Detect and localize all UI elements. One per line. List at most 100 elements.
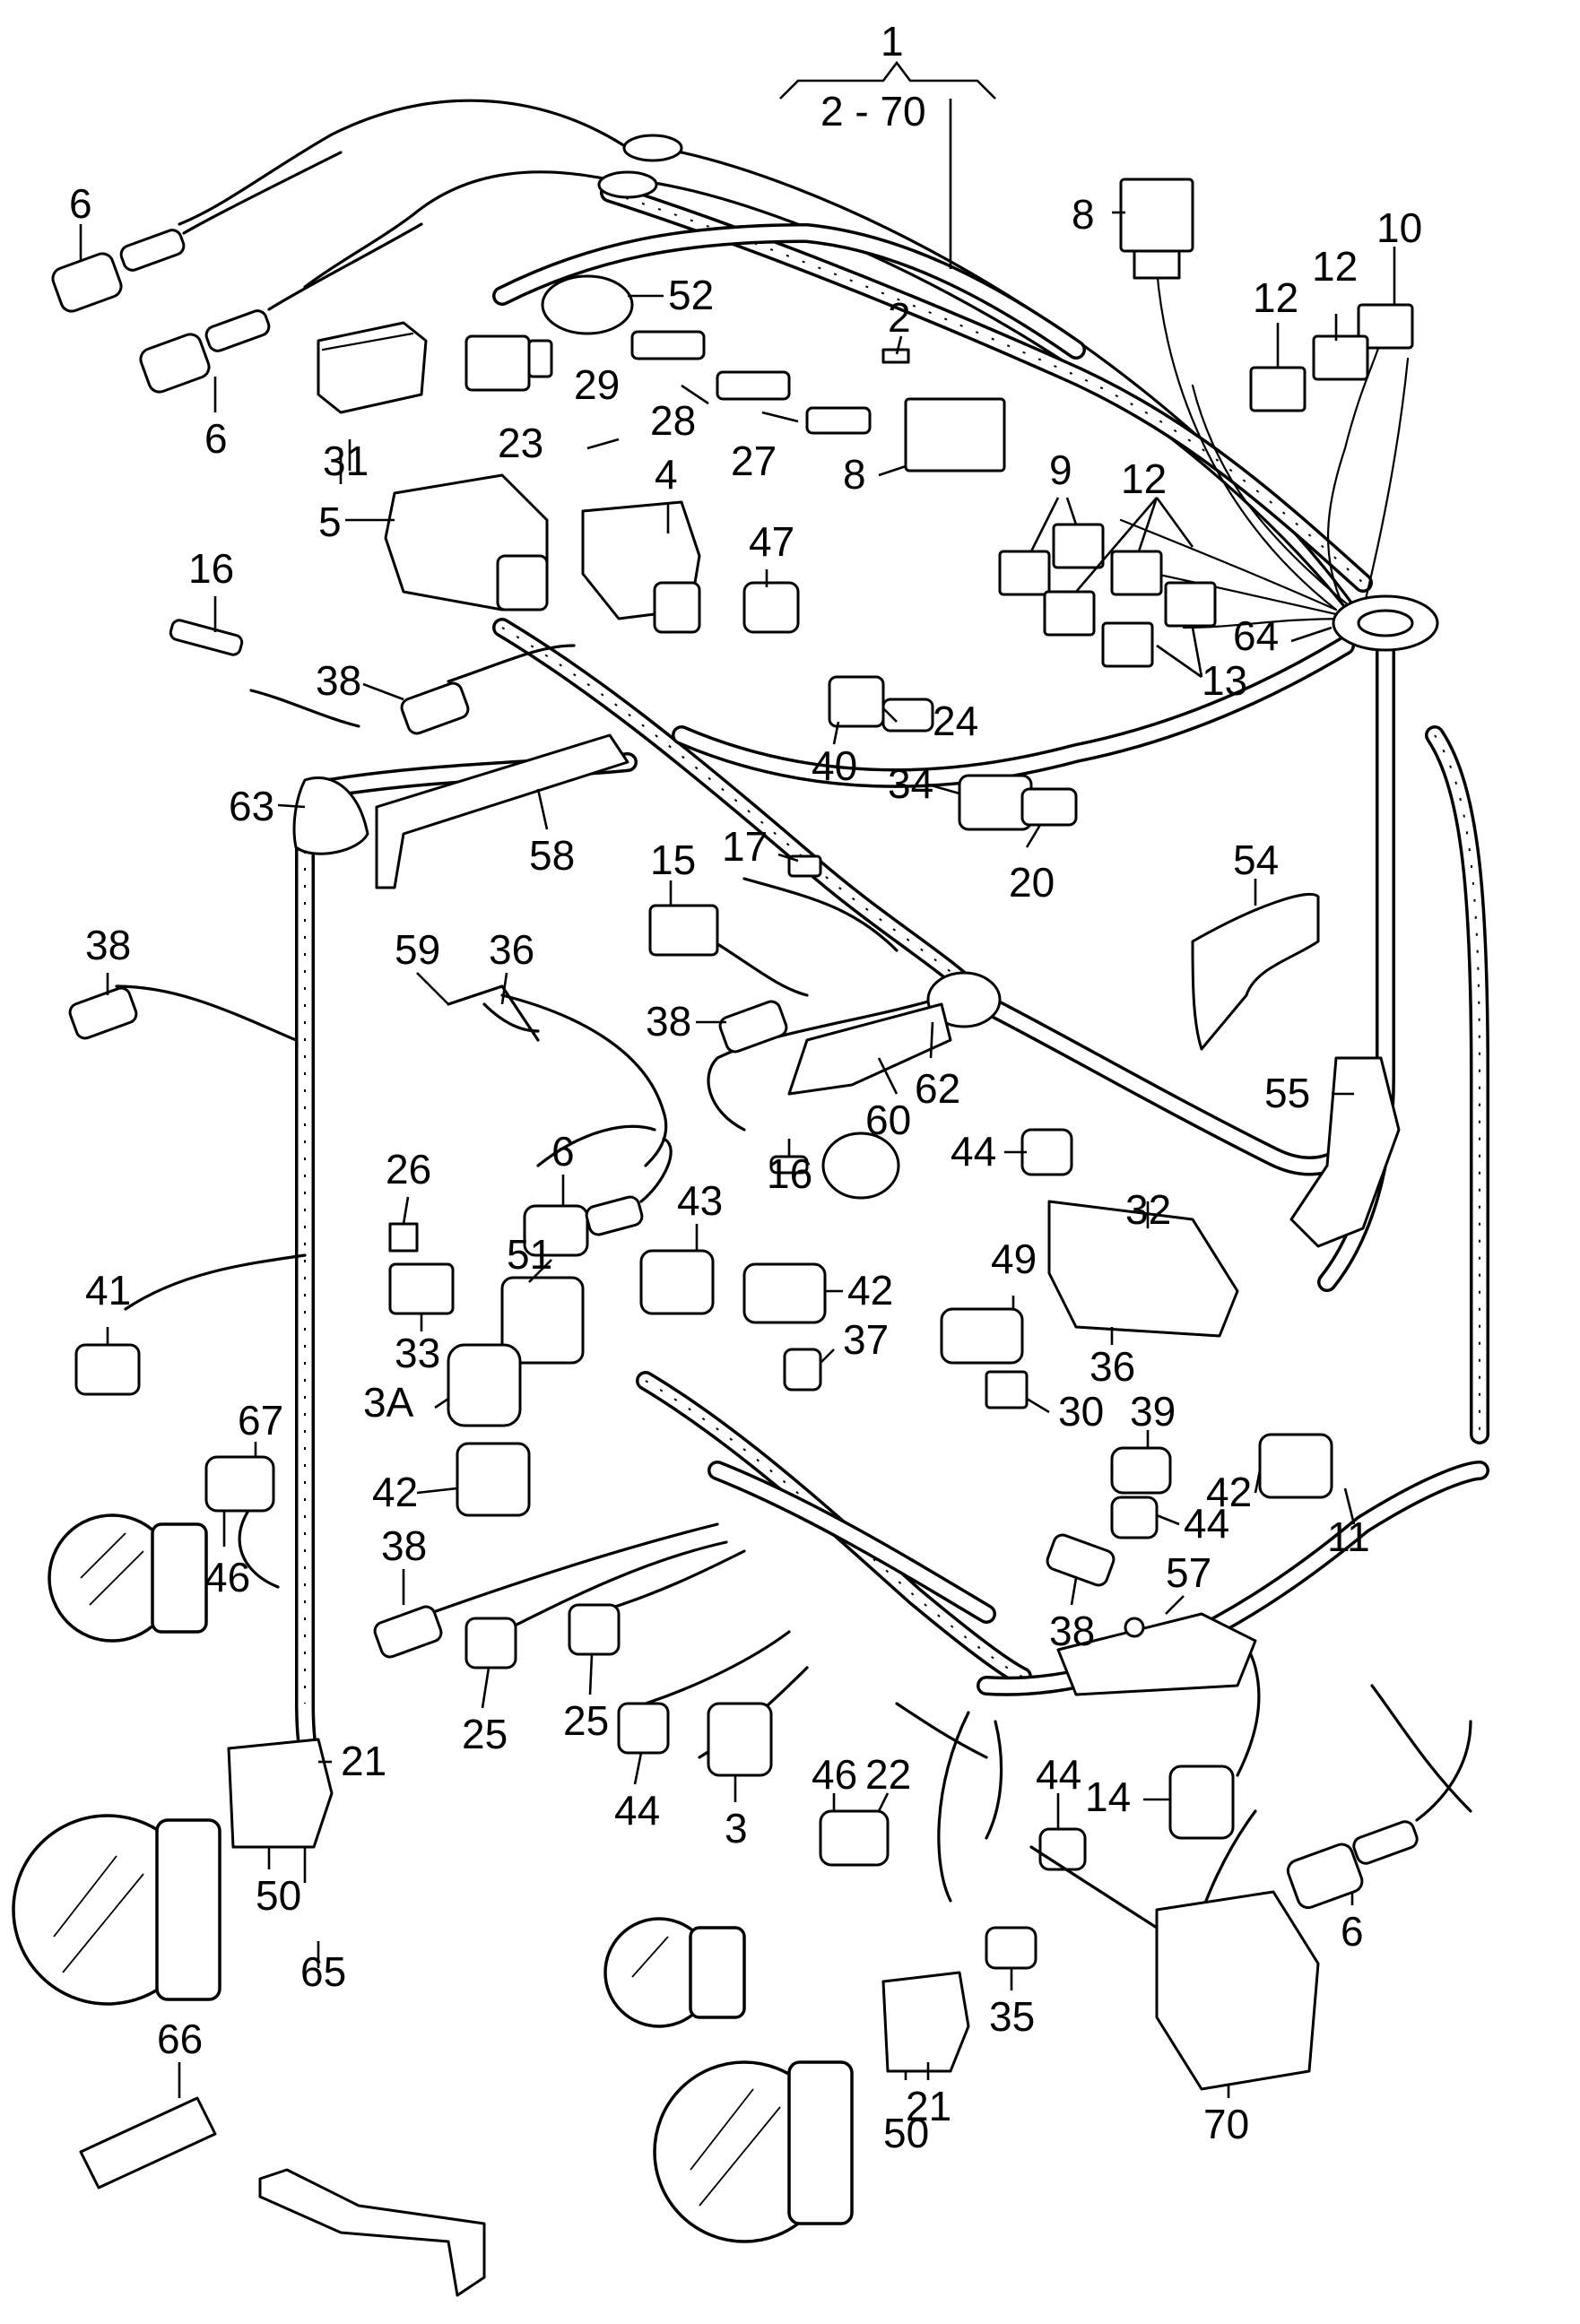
label-12b: 12 (1253, 274, 1298, 321)
connector-39 (1110, 1446, 1172, 1495)
label-32: 32 (1125, 1186, 1171, 1233)
label-2-70: 2 - 70 (820, 88, 926, 134)
label-55: 55 (1264, 1070, 1310, 1116)
fog-lamps (12, 1513, 854, 2243)
label-63: 63 (229, 783, 274, 829)
label-65: 65 (300, 1948, 346, 1995)
label-1: 1 (881, 18, 904, 65)
grommet-63 (292, 776, 369, 855)
connector-21b (881, 1971, 970, 2073)
label-15: 15 (650, 837, 696, 883)
connector-40 (828, 675, 885, 728)
sensor-6b (139, 222, 423, 394)
label-70: 70 (1203, 2101, 1249, 2147)
connector-46b (819, 1809, 890, 1867)
connector-27 (805, 406, 872, 435)
label-24: 24 (933, 698, 978, 744)
grommet-top-b (597, 170, 658, 199)
label-41: 41 (85, 1267, 131, 1314)
label-26: 26 (386, 1146, 431, 1192)
label-25b: 25 (563, 1697, 609, 1744)
label-28: 28 (650, 397, 696, 444)
label-11: 11 (1327, 1513, 1370, 1560)
label-66: 66 (157, 2016, 203, 2062)
label-5: 5 (318, 499, 342, 545)
label-30: 30 (1058, 1388, 1104, 1435)
label-35: 35 (989, 1993, 1035, 2040)
label-44c: 44 (614, 1787, 660, 1834)
label-38b: 38 (85, 922, 131, 968)
label-42b: 42 (372, 1469, 418, 1515)
label-46a: 46 (204, 1554, 250, 1600)
sensor-16a (169, 619, 244, 656)
bracket-58 (375, 733, 629, 889)
label-23: 23 (498, 420, 543, 466)
label-36b: 36 (1090, 1343, 1135, 1390)
connector-42c (1258, 1433, 1333, 1499)
ecu-connector-4 (581, 500, 701, 634)
label-40: 40 (812, 742, 857, 789)
label-44d: 44 (1036, 1751, 1081, 1798)
label-21b: 21 (906, 2083, 951, 2129)
label-46b: 46 (812, 1751, 857, 1798)
label-37: 37 (843, 1316, 889, 1363)
clip-59 (447, 984, 540, 1042)
label-29: 29 (574, 361, 620, 408)
connector-67-46 (204, 1455, 275, 1513)
control-unit-32 (1047, 1200, 1239, 1338)
component-23 (464, 334, 553, 392)
label-38e: 38 (1049, 1608, 1095, 1654)
label-4: 4 (655, 451, 678, 498)
label-27: 27 (731, 438, 777, 484)
fog-lamp-bottom-center-top (603, 1917, 746, 2028)
ecu-connector-5 (384, 473, 549, 611)
switch-38c (718, 1000, 788, 1054)
connector-44a (1020, 1128, 1073, 1176)
relay-12c (1110, 550, 1163, 596)
label-17: 17 (722, 823, 768, 870)
label-38d: 38 (381, 1522, 427, 1569)
label-16b: 16 (767, 1150, 812, 1197)
label-3a: 3A (363, 1379, 414, 1426)
connector-25b (568, 1603, 621, 1656)
label-44a: 44 (951, 1128, 996, 1175)
relay-9b (1052, 523, 1105, 569)
relay-carrier-8b (904, 397, 1006, 473)
label-59: 59 (395, 926, 440, 973)
boot-55 (1289, 1056, 1401, 1248)
relay-13b (1101, 621, 1154, 668)
connector-14 (1168, 1765, 1235, 1840)
relay-10 (1357, 303, 1414, 350)
label-44b: 44 (1184, 1500, 1229, 1547)
label-58: 58 (529, 832, 575, 879)
part-2 (881, 348, 910, 364)
label-16a: 16 (188, 545, 234, 592)
label-21a: 21 (341, 1738, 386, 1784)
sensor-6d (1286, 1720, 1472, 1910)
label-6d: 6 (1341, 1908, 1364, 1955)
label-54: 54 (1233, 837, 1279, 883)
label-12c: 12 (1121, 455, 1167, 502)
fog-lamp-bottom-center (653, 2060, 854, 2243)
connector-24 (881, 698, 934, 733)
label-10: 10 (1376, 204, 1422, 251)
label-6a: 6 (69, 180, 92, 227)
connector-33 (388, 1262, 455, 1315)
connector-41 (74, 1343, 141, 1396)
label-43: 43 (677, 1177, 723, 1224)
connector-44c (617, 1702, 670, 1755)
label-62: 62 (915, 1065, 960, 1112)
label-67: 67 (238, 1397, 283, 1444)
bracket-60 (787, 1002, 952, 1096)
module-70 (1029, 1845, 1320, 2091)
connector-29 (630, 330, 706, 360)
label-57: 57 (1166, 1549, 1211, 1596)
clip-26 (388, 1222, 419, 1253)
cap-16b (821, 1132, 900, 1200)
relay-12d (1043, 590, 1096, 637)
label-9: 9 (1049, 447, 1072, 493)
relay-13a (1164, 581, 1217, 628)
connector-51 (500, 1276, 585, 1365)
sensor-6c (523, 1137, 673, 1257)
relay-12b (1249, 366, 1307, 412)
